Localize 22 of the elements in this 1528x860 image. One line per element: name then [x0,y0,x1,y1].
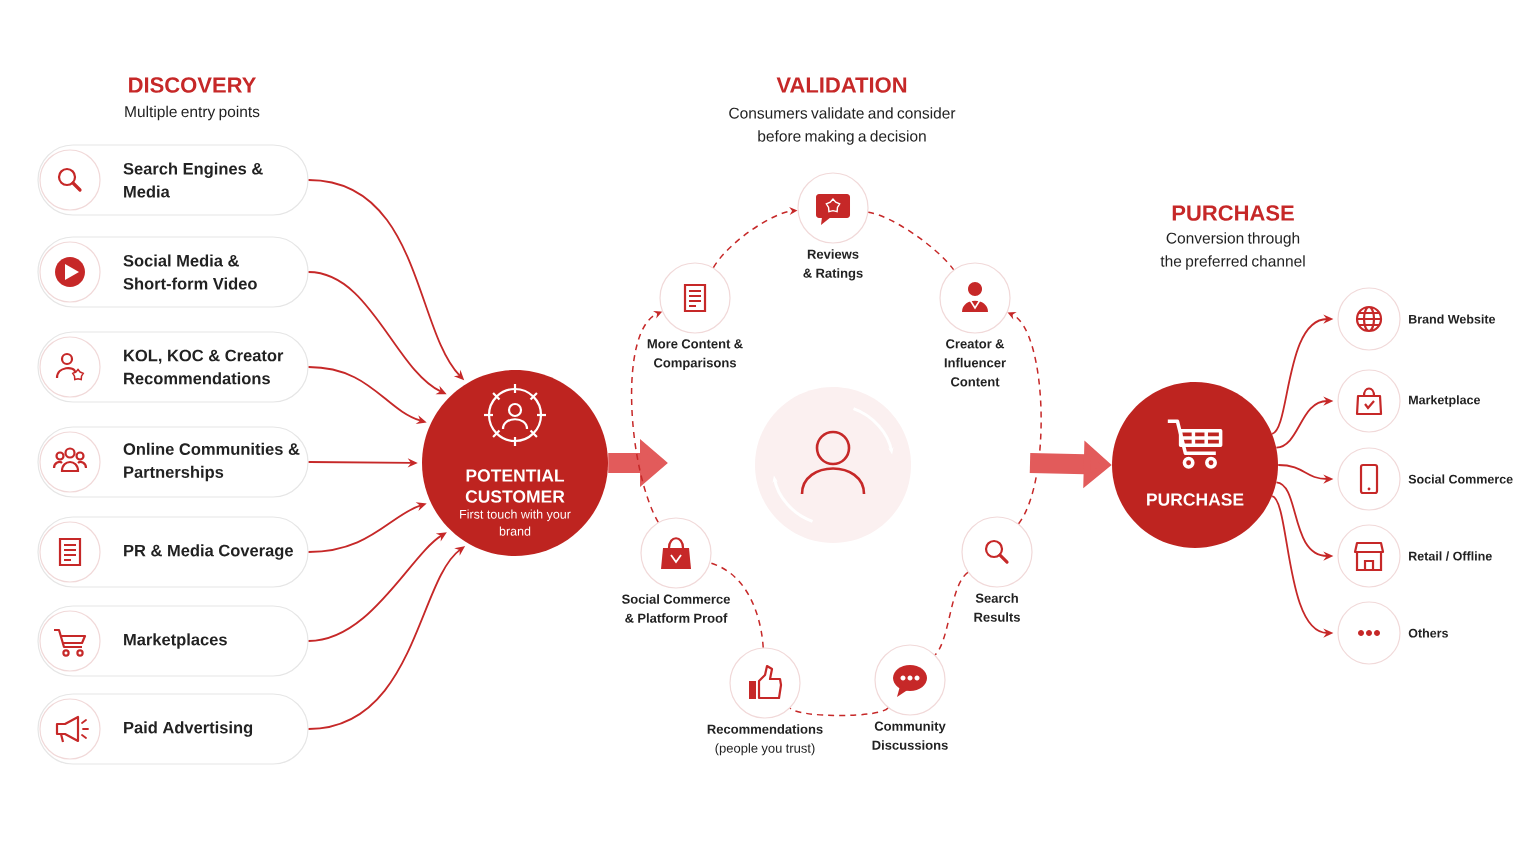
dashed-line [789,707,889,717]
section-heading: VALIDATION [776,77,907,93]
channel-label: Social Commerce [1408,474,1513,484]
channel-label: Others [1408,628,1448,638]
step-label: More Content & Comparisons [647,339,743,370]
step-label: Search Results [974,593,1020,622]
step-label: Recommendations (people you trust) [707,724,823,756]
step-label: Community Discussions [872,721,948,750]
dashed-line [934,571,969,656]
channel-label: Brand Website [1409,314,1496,324]
section-heading: DISCOVERY [129,77,257,93]
section-heading: PURCHASE [1172,205,1294,221]
section-subtitle: Conversion through the preferred channel [1160,232,1305,270]
dashed-line [709,562,764,649]
dashed-line [867,211,955,271]
channel-label: Retail / Offline [1409,551,1492,561]
channel-label: Marketplace [1409,395,1481,407]
step-label: Social Commerce & Platform Proof [621,594,730,623]
section-subtitle: Multiple entry points [125,105,260,121]
step-label: Creator & Influencer Content [944,339,1006,387]
step-label: Reviews & Ratings [803,249,863,281]
section-subtitle: Consumers validate and consider before making a decision [729,107,956,145]
